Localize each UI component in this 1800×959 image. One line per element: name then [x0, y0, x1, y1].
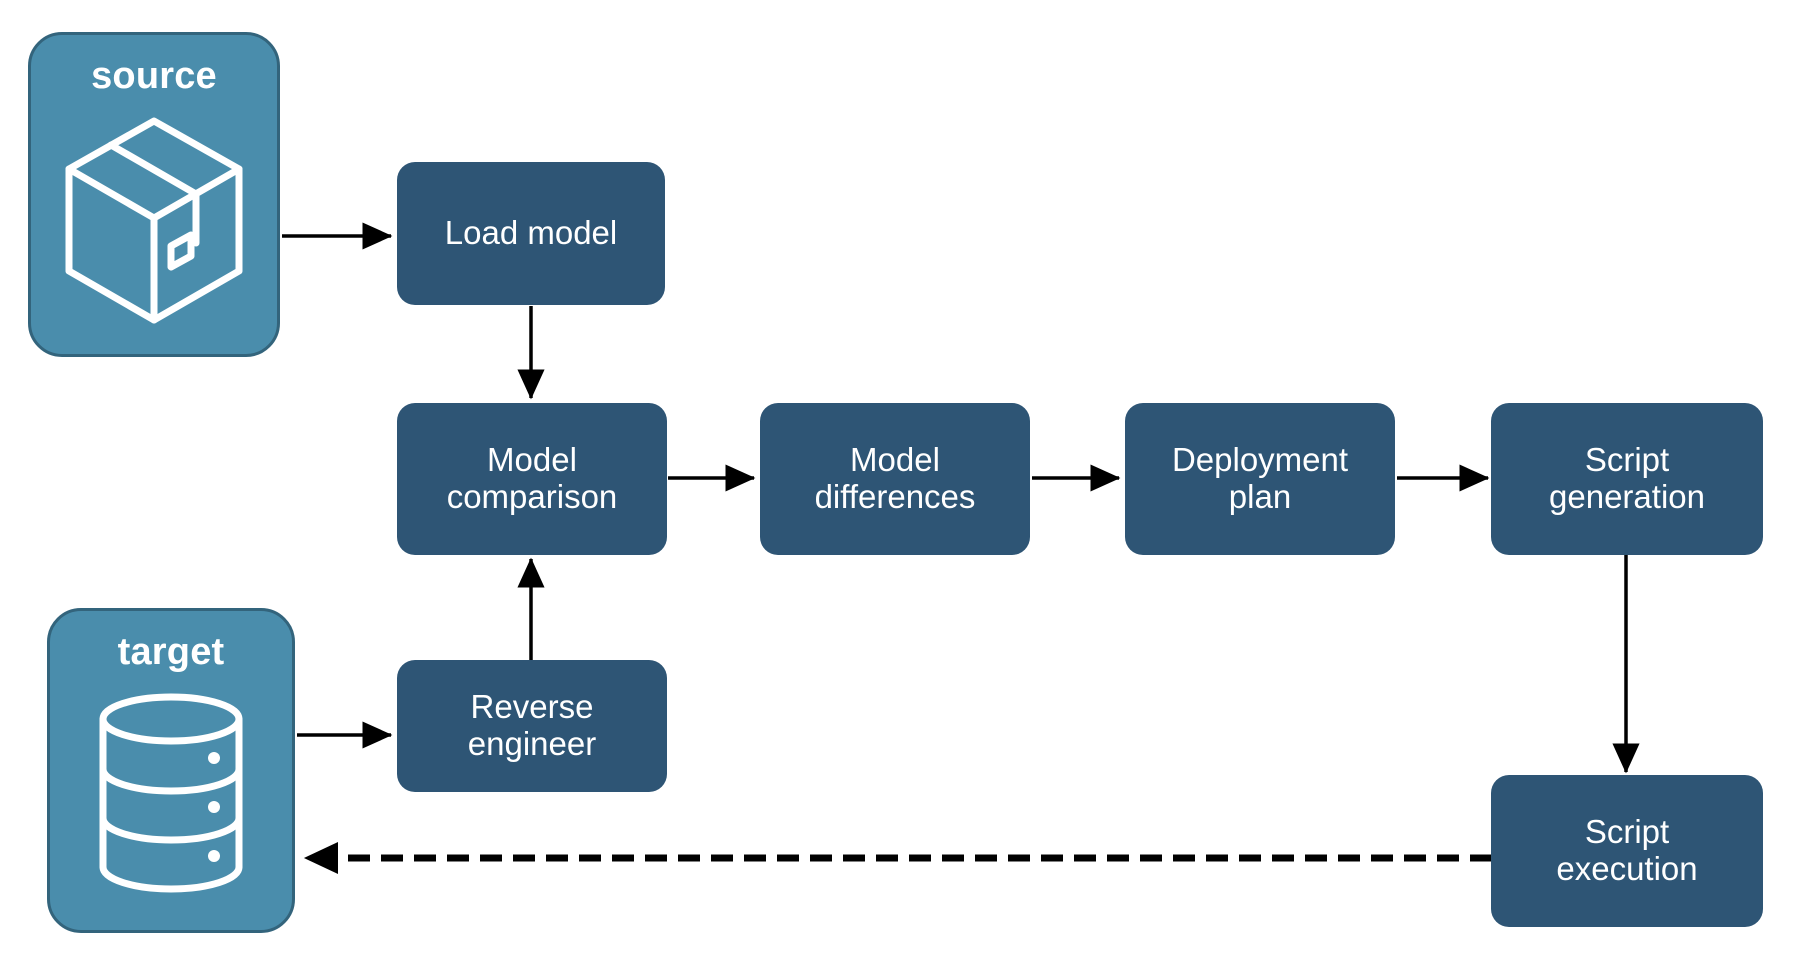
database-cylinder-icon	[91, 691, 251, 906]
process-deployment-plan-label: Deployment plan	[1171, 441, 1349, 515]
process-load-model[interactable]: Load model	[397, 162, 665, 305]
process-model-differences[interactable]: Model differences	[760, 403, 1030, 555]
process-load-model-label: Load model	[444, 214, 618, 252]
process-deployment-plan[interactable]: Deployment plan	[1125, 403, 1395, 555]
process-script-generation-label: Script generation	[1549, 441, 1705, 515]
process-model-comparison[interactable]: Model comparison	[397, 403, 667, 555]
process-reverse-engineer-label: Reverse engineer	[467, 688, 597, 762]
endpoint-source-label: source	[91, 55, 217, 97]
process-script-generation[interactable]: Script generation	[1491, 403, 1763, 555]
process-script-execution[interactable]: Script execution	[1491, 775, 1763, 927]
endpoint-target-label: target	[117, 631, 225, 673]
endpoint-source[interactable]: source	[28, 32, 280, 357]
process-reverse-engineer[interactable]: Reverse engineer	[397, 660, 667, 792]
process-script-execution-label: Script execution	[1556, 813, 1698, 887]
endpoint-target[interactable]: target	[47, 608, 295, 933]
process-model-comparison-label: Model comparison	[446, 441, 618, 515]
process-model-differences-label: Model differences	[814, 441, 976, 515]
package-box-icon	[59, 113, 249, 333]
